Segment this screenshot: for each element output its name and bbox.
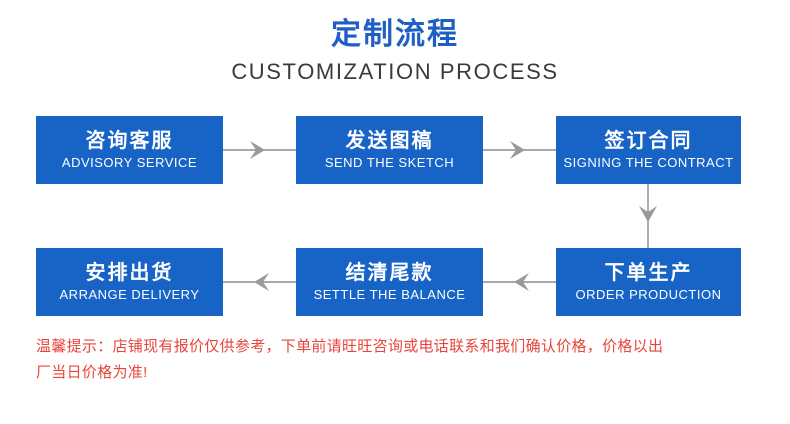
price-notice-line-2: 厂当日价格为准! [36,364,148,382]
page-title-cn: 定制流程 [331,18,459,51]
arrow-left-icon [483,273,556,291]
flow-step-order-production[interactable]: 下单生产 ORDER PRODUCTION [556,248,741,316]
flow-step-label-cn: 签订合同 [604,129,693,152]
page-title-en: CUSTOMIZATION PROCESS [231,58,559,84]
price-notice-line-1: 温馨提示：店铺现有报价仅供参考，下单前请旺旺咨询或电话联系和我们确认价格，价格以… [36,338,664,355]
arrow-right-icon [223,141,296,159]
flow-step-label-cn: 下单生产 [604,261,693,284]
arrow-left-icon [223,273,296,291]
flow-step-settle-the-balance[interactable]: 结清尾款 SETTLE THE BALANCE [296,248,483,316]
flow-step-label-en: SEND THE SKETCH [324,154,455,170]
page-header: 定制流程 CUSTOMIZATION PROCESS [0,0,790,84]
flow-step-label-en: SIGNING THE CONTRACT [563,154,734,170]
flow-step-label-en: SETTLE THE BALANCE [313,286,466,302]
flow-step-label-cn: 发送图稿 [345,129,434,152]
flow-step-label-en: ORDER PRODUCTION [575,286,722,302]
flow-step-label-cn: 咨询客服 [85,129,174,152]
flow-step-send-the-sketch[interactable]: 发送图稿 SEND THE SKETCH [296,116,483,184]
arrow-right-icon [483,141,556,159]
arrow-down-icon [639,184,657,248]
flow-step-arrange-delivery[interactable]: 安排出货 ARRANGE DELIVERY [36,248,223,316]
flow-step-advisory-service[interactable]: 咨询客服 ADVISORY SERVICE [36,116,223,184]
flow-step-label-cn: 安排出货 [85,261,174,284]
price-notice: 温馨提示：店铺现有报价仅供参考，下单前请旺旺咨询或电话联系和我们确认价格，价格以… [36,334,752,387]
flow-step-label-en: ARRANGE DELIVERY [59,286,200,302]
flow-step-signing-the-contract[interactable]: 签订合同 SIGNING THE CONTRACT [556,116,741,184]
flow-step-label-en: ADVISORY SERVICE [61,154,198,170]
flow-step-label-cn: 结清尾款 [345,261,434,284]
